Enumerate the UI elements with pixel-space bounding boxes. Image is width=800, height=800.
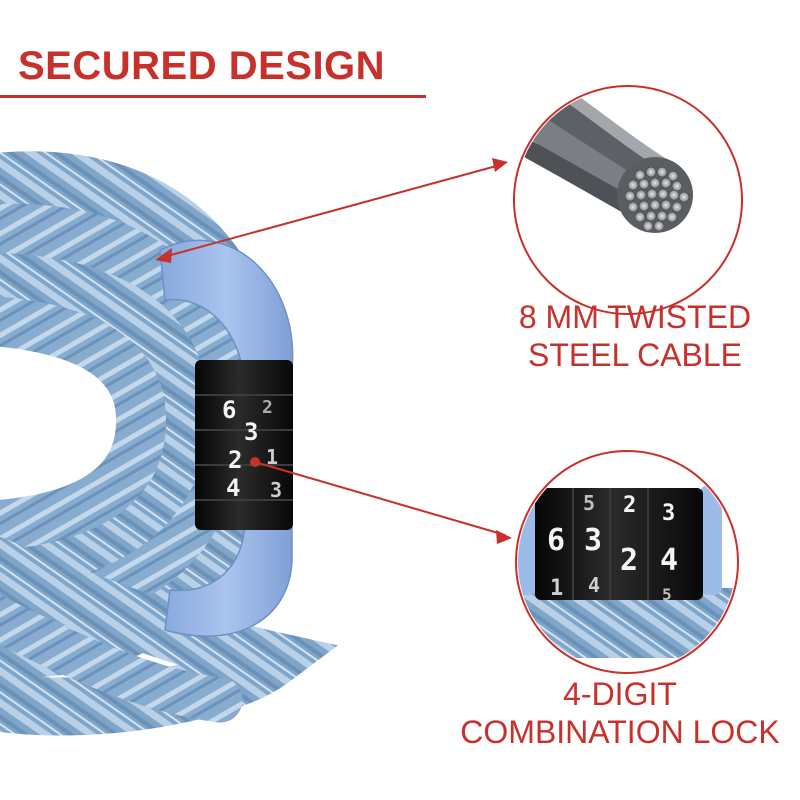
zoom-dial-digit: 4: [660, 543, 678, 578]
cable-callout-line-1: 8 MM TWISTED: [518, 299, 752, 335]
dial-digit: 2: [262, 397, 273, 418]
steel-cable-zoom: [513, 85, 743, 315]
combination-lock: 6 3 2 4 2 1 3: [195, 360, 293, 530]
zoom-dial-digit: 2: [623, 493, 636, 518]
steel-cable-end: [617, 157, 693, 233]
dial-digit: 3: [244, 418, 258, 446]
dial-digit: 1: [266, 445, 278, 469]
dial-digit: 4: [226, 474, 240, 502]
dial-digit: 3: [270, 478, 282, 502]
lock-callout-arrow: [250, 457, 512, 544]
lock-sleeve: [159, 239, 294, 637]
combination-lock-zoom: 5 2 3 6 3 2 4 1 4 5: [515, 450, 739, 674]
headline-underline: [0, 95, 426, 98]
cable-callout-label: 8 MM TWISTED STEEL CABLE: [480, 298, 790, 374]
zoom-dial-digit: 2: [620, 543, 638, 578]
zoom-dial-digit: 3: [662, 501, 675, 526]
lock-callout-label: 4-DIGIT COMBINATION LOCK: [448, 675, 792, 751]
lock-callout-line-2: COMBINATION LOCK: [460, 714, 780, 750]
dial-digit: 2: [228, 446, 242, 474]
zoom-dial-digit: 1: [550, 576, 563, 601]
zoom-dial-digit: 3: [584, 523, 602, 558]
cable-callout-line-2: STEEL CABLE: [527, 337, 742, 373]
zoom-dial-digit: 4: [588, 573, 600, 597]
lock-callout-line-1: 4-DIGIT: [563, 676, 677, 712]
zoom-dial-digit: 5: [583, 491, 595, 515]
zoom-dial-digit: 6: [547, 523, 565, 558]
headline: SECURED DESIGN: [18, 44, 386, 88]
dial-digit: 6: [222, 396, 236, 424]
zoom-dial-digit: 5: [662, 585, 672, 604]
cable-callout-arrow: [155, 158, 508, 263]
